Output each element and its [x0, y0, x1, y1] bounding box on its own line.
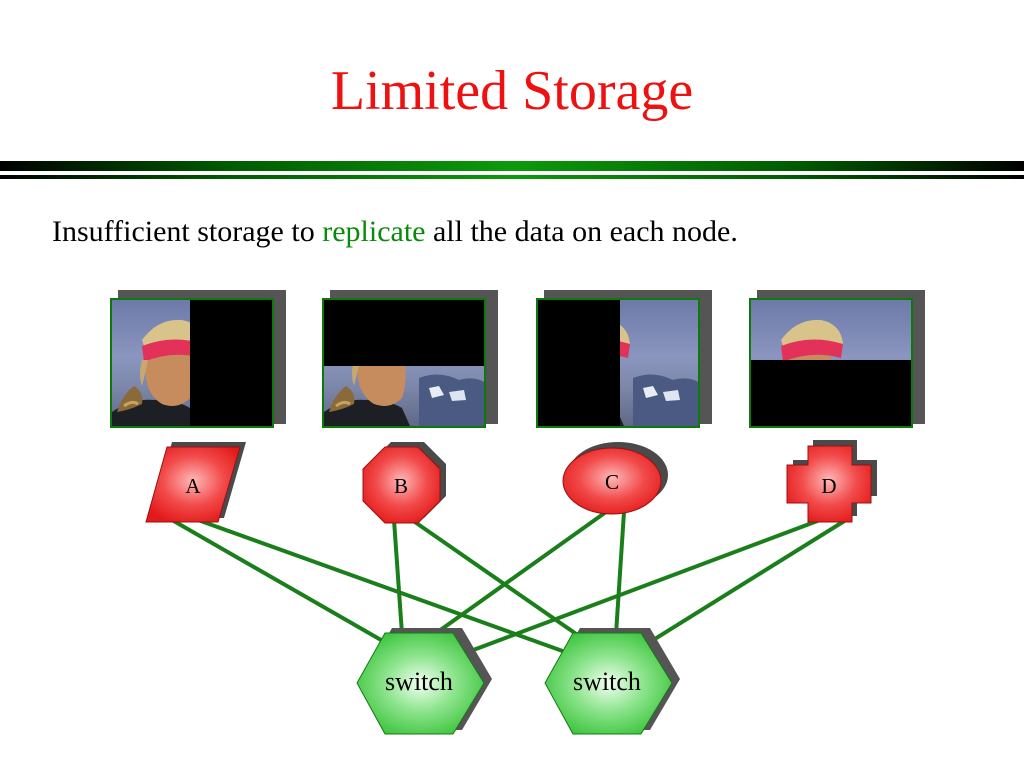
link-d-switch1 [467, 518, 821, 654]
image-tile-c [536, 290, 712, 428]
slide-body-text: Insufficient storage to replicate all th… [52, 212, 738, 252]
image-tile-b [322, 290, 498, 428]
title-divider-thin [0, 175, 1024, 179]
node-d: D [786, 440, 877, 523]
link-c-switch2 [614, 511, 626, 635]
link-b-switch1 [392, 519, 404, 635]
switch-2: switch [544, 628, 680, 735]
body-text-highlight: replicate [322, 215, 426, 248]
links [171, 510, 848, 660]
image-tile-a [110, 290, 286, 428]
masked-region-a [190, 300, 272, 426]
node-b-label: B [394, 474, 408, 498]
masked-region-d [751, 360, 911, 426]
masked-region-c [538, 300, 620, 426]
node-b: B [362, 442, 446, 524]
node-c-label: C [605, 470, 619, 494]
node-c: C [562, 442, 668, 515]
body-text-part-1: Insufficient storage to [52, 215, 323, 248]
link-d-switch2 [648, 518, 848, 644]
image-tile-d [749, 290, 925, 428]
link-a-switch1 [171, 518, 403, 654]
node-a: A [145, 442, 246, 523]
slide-title: Limited Storage [330, 60, 694, 122]
title-divider-thick [0, 161, 1024, 171]
node-a-label: A [185, 474, 201, 498]
switch-1-label: switch [385, 667, 453, 696]
masked-region-b [324, 300, 484, 366]
body-text-part-2: all the data on each node. [425, 215, 738, 248]
switch-2-label: switch [573, 667, 641, 696]
link-c-switch1 [430, 510, 608, 638]
node-d-label: D [821, 474, 836, 498]
switch-1: switch [356, 628, 492, 735]
